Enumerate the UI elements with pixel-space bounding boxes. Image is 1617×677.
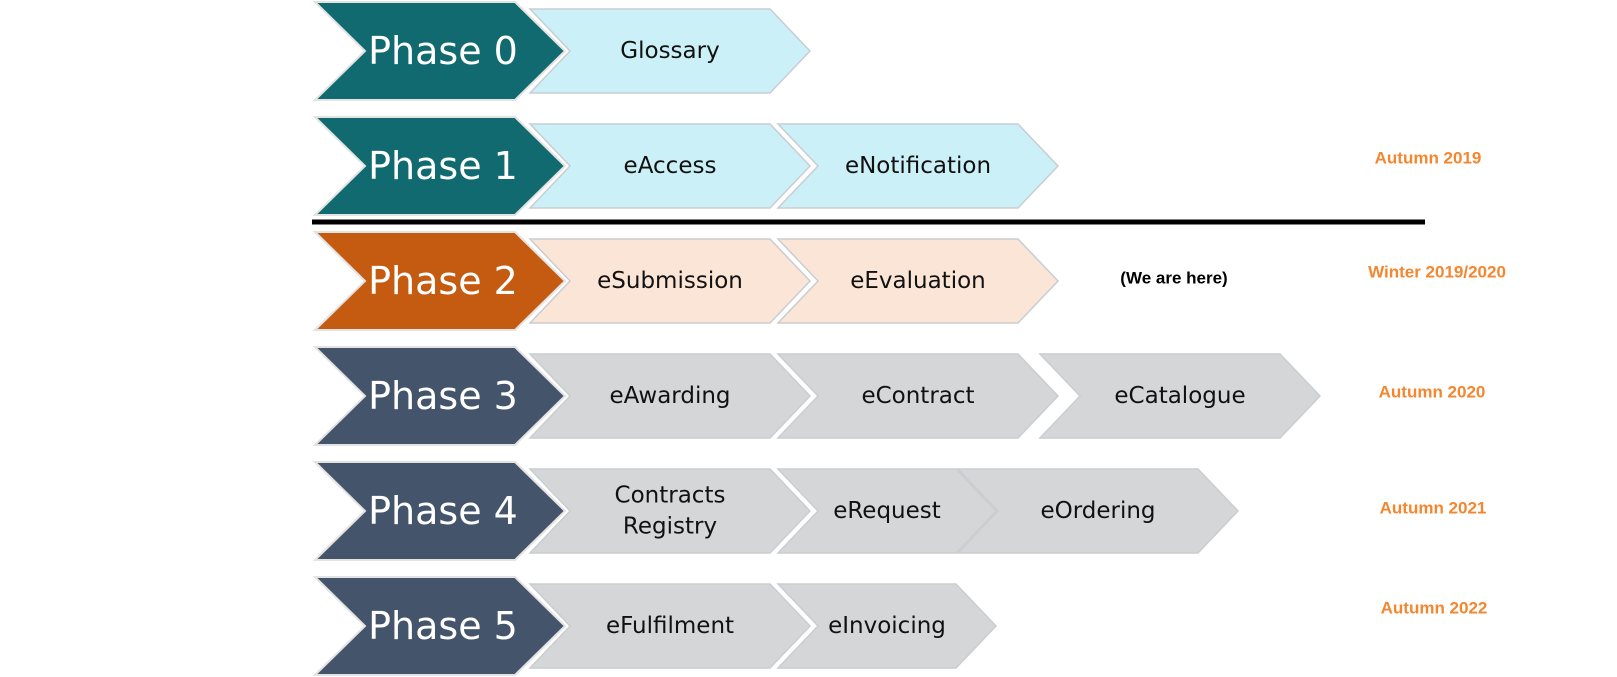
- phase-label: Phase 5: [368, 604, 518, 648]
- phase-date: Autumn 2021: [1380, 499, 1487, 518]
- step-chevron: [956, 468, 1240, 554]
- step-label: eOrdering: [1040, 498, 1155, 524]
- step-chevron: [776, 123, 1060, 209]
- step-chevron: [776, 583, 998, 669]
- step-label-line: eContract: [861, 383, 974, 409]
- step-label-line: eAccess: [624, 153, 717, 179]
- phase-label: Phase 3: [368, 374, 518, 418]
- step-label: eCatalogue: [1114, 383, 1245, 409]
- phase-label: Phase 2: [368, 259, 518, 303]
- step-label-line: Registry: [623, 514, 717, 540]
- phase-date: Autumn 2022: [1381, 599, 1488, 618]
- step-chevron: [528, 583, 812, 669]
- step-chevron: [776, 353, 1060, 439]
- step-label: eAccess: [624, 153, 717, 179]
- step-label: eAwarding: [609, 383, 730, 409]
- step-label-line: eSubmission: [597, 268, 743, 294]
- step-label-line: eEvaluation: [850, 268, 986, 294]
- step-label-line: eAwarding: [609, 383, 730, 409]
- phase-row: Phase 5 eFulfilment eInvoicing Autumn 2022: [312, 576, 1488, 676]
- step-label: eNotification: [845, 153, 991, 179]
- step-label-line: eNotification: [845, 153, 991, 179]
- phase-label: Phase 0: [368, 29, 518, 73]
- step-label: eRequest: [833, 498, 941, 524]
- phase-date: Autumn 2019: [1375, 149, 1482, 168]
- step-chevron: [528, 353, 812, 439]
- phase-date: Autumn 2020: [1379, 383, 1486, 402]
- step-label-line: eInvoicing: [828, 613, 946, 639]
- step-label-line: Glossary: [620, 38, 719, 64]
- step-label-line: eFulfilment: [606, 613, 734, 639]
- step-label: eFulfilment: [606, 613, 734, 639]
- step-chevron: [776, 238, 1060, 324]
- phase-label: Phase 4: [368, 489, 518, 533]
- phase-label: Phase 1: [368, 144, 518, 188]
- step-label-line: eOrdering: [1040, 498, 1155, 524]
- step-label: eEvaluation: [850, 268, 986, 294]
- current-phase-note: (We are here): [1120, 269, 1227, 288]
- step-chevron: [528, 123, 812, 209]
- step-label: eSubmission: [597, 268, 743, 294]
- step-label-line: eRequest: [833, 498, 941, 524]
- phase-chevron: [312, 576, 567, 676]
- step-chevron: [1038, 353, 1322, 439]
- phase-chevron: [312, 346, 567, 446]
- phase-chevron: [312, 1, 567, 101]
- step-chevron: [528, 238, 812, 324]
- phase-date: Winter 2019/2020: [1368, 263, 1506, 282]
- step-label: eContract: [861, 383, 974, 409]
- phase-row: Phase 3 eAwarding eContract eCatalogue Autum…: [312, 346, 1486, 446]
- step-label-line: eCatalogue: [1114, 383, 1245, 409]
- phase-chevron: [312, 461, 567, 561]
- phase-row: Phase 2 eSubmission eEvaluation (We are her…: [312, 231, 1506, 331]
- step-label-line: Contracts: [615, 483, 726, 509]
- step-label: Glossary: [620, 38, 719, 64]
- step-chevron: [528, 468, 812, 554]
- step-label: eInvoicing: [828, 613, 946, 639]
- step-chevron: [776, 468, 998, 554]
- phase-chevron: [312, 231, 567, 331]
- step-chevron: [528, 8, 812, 94]
- phase-chevron: [312, 116, 567, 216]
- phase-row: Phase 1 eAccess eNotification Autumn 2019: [312, 116, 1482, 216]
- phase-row: Phase 0 Glossary: [312, 1, 812, 101]
